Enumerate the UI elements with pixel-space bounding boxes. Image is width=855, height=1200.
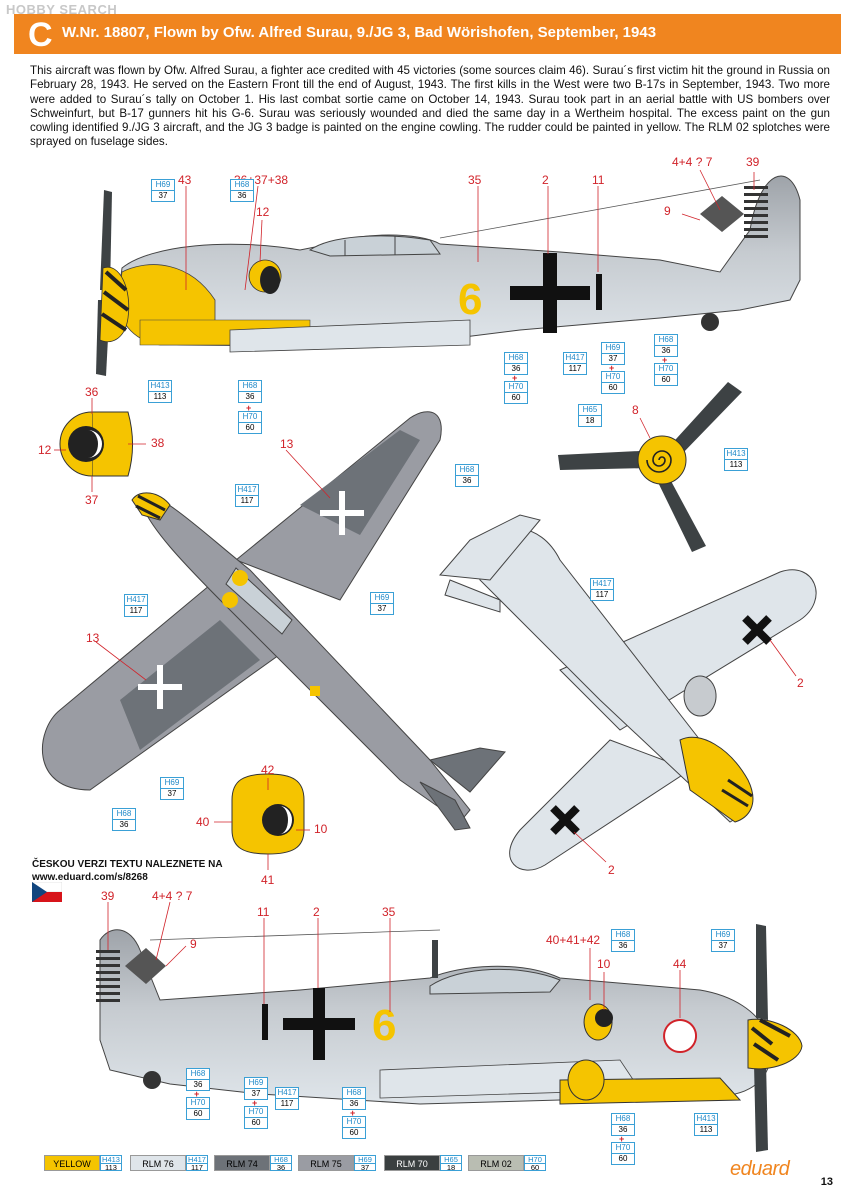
decal-number: 39 (101, 889, 115, 903)
top-view (42, 411, 506, 831)
decal-number: 43 (178, 173, 192, 187)
decal-number: 11 (592, 173, 605, 187)
decal-number: 36 (85, 385, 99, 399)
decal-number: 10 (597, 957, 611, 971)
spinner-detail (54, 398, 146, 492)
decal-number: 40 (196, 815, 210, 829)
header-banner: C W.Nr. 18807, Flown by Ofw. Alfred Sura… (14, 14, 841, 54)
decal-number: 2 (797, 676, 804, 690)
decal-number: 11 (257, 905, 270, 919)
profile-title: W.Nr. 18807, Flown by Ofw. Alfred Surau,… (62, 24, 657, 41)
decal-number: 8 (632, 403, 639, 417)
czech-version-note: ČESKOU VERZI TEXTU NALEZNETE NA www.edua… (32, 859, 223, 883)
description-text: This aircraft was flown by Ofw. Alfred S… (30, 64, 830, 149)
page-number: 13 (820, 1176, 833, 1188)
decal-number: 2 (608, 863, 615, 877)
decal-number: 40+41+42 (546, 933, 601, 947)
decal-number: 42 (261, 763, 275, 777)
decal-number: 35 (382, 905, 396, 919)
decal-number: 35 (468, 173, 482, 187)
decal-number: 37 (85, 493, 99, 507)
decal-number: 4+4 ? 7 (672, 155, 713, 169)
decal-number: 13 (280, 437, 294, 451)
decal-number: 10 (314, 822, 328, 836)
watermark-text: HOBBY SEARCH (6, 2, 118, 17)
eduard-logo: eduard (730, 1158, 790, 1180)
cowl-detail (214, 773, 310, 870)
decal-number: 2 (542, 173, 549, 187)
decal-number: 39 (746, 155, 760, 169)
decal-number: 9 (190, 937, 197, 951)
side-view-right: 6 (96, 924, 803, 1152)
bottom-view (438, 514, 817, 871)
svg-text:6: 6 (458, 275, 482, 324)
decal-number: 12 (256, 205, 270, 219)
decal-number: 44 (673, 957, 687, 971)
decal-number: 4+4 ? 7 (152, 889, 193, 903)
decal-number: 13 (86, 631, 100, 645)
decal-number: 38 (151, 436, 165, 450)
profile-letter: C (28, 16, 53, 54)
side-view-left: 6 (96, 175, 801, 376)
czech-flag-icon (32, 882, 62, 902)
propeller-front (558, 382, 742, 552)
decal-number: 12 (38, 443, 52, 457)
decal-number: 41 (261, 873, 275, 887)
decal-number: 2 (313, 905, 320, 919)
svg-text:6: 6 (372, 1001, 396, 1050)
decal-number: 9 (664, 204, 671, 218)
